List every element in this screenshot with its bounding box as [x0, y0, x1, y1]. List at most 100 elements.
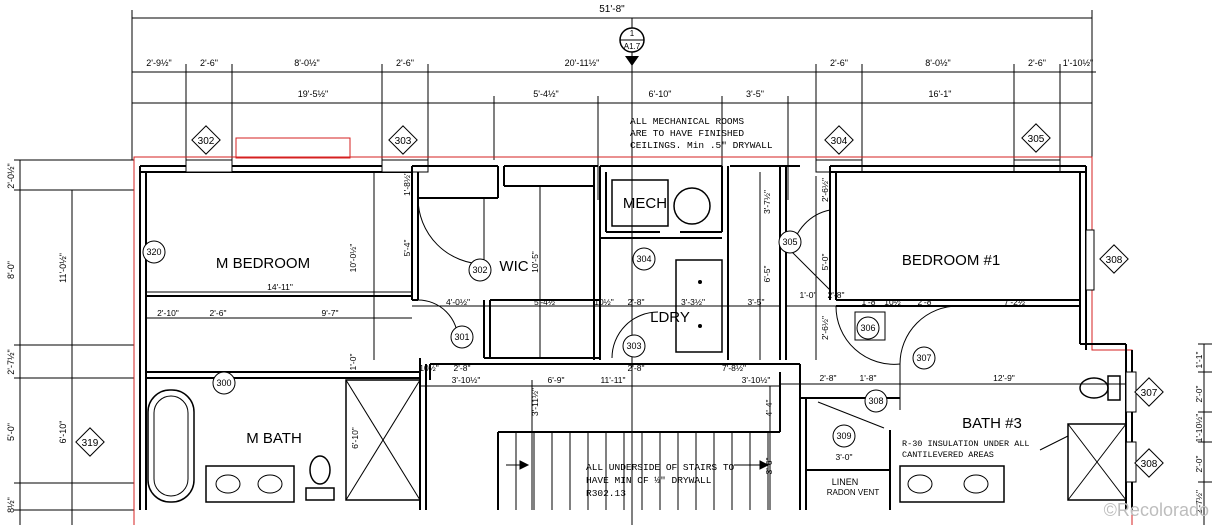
dim-3-10a: 3'-10½": [452, 375, 481, 385]
vdim-int-11: 2'-6½": [820, 178, 830, 202]
dim-1-8b: 1'-8": [860, 373, 877, 383]
dim-left-0: 2'-0½": [6, 163, 16, 188]
door-tag-300: 300: [212, 371, 236, 395]
dim-4-0h: 4'-0½": [446, 297, 470, 307]
vdim-int-13: 2'-6½": [820, 316, 830, 340]
dim-left-1: 8'-0": [6, 261, 16, 279]
dim-top2-2: 6'-10": [649, 89, 672, 99]
vdim-int-8: 6'-5": [762, 266, 772, 283]
room-label-linen: LINEN: [832, 477, 859, 487]
vdim-int-0: 1'-8½": [402, 172, 412, 196]
dim-2-6: 2'-6": [210, 308, 227, 318]
dim-2-8a: 2'-8": [628, 297, 645, 307]
svg-text:308: 308: [1141, 459, 1158, 470]
dim-5-4h: 5'-4½": [534, 297, 558, 307]
note-mech-1: ALL MECHANICAL ROOMS: [630, 116, 744, 127]
vdim-right-3: 2'-0": [1194, 456, 1204, 473]
section-marker: 1 A1.7: [619, 18, 645, 525]
chimney-outline: [235, 137, 351, 159]
note-stairs-3: R302.13: [586, 488, 626, 499]
note-stairs-1: ALL UNDERSIDE OF STAIRS TO: [586, 462, 735, 473]
room-label-mech: MECH: [623, 195, 667, 212]
dim-left-4: 5'-0": [6, 423, 16, 441]
door-tag-302: 302: [468, 258, 492, 282]
dim-2-8d: 2'-8": [454, 363, 471, 373]
dim-top1-3: 2'-6": [396, 58, 414, 68]
dim-10h: 10½": [594, 297, 614, 307]
dim-7-2: 7'-2½": [1004, 297, 1028, 307]
window-tag-302: 302: [191, 125, 221, 155]
dim-10h3: 10½": [419, 363, 439, 373]
dim-top2-1: 5'-4½": [533, 89, 558, 99]
svg-text:304: 304: [831, 136, 848, 147]
svg-text:303: 303: [395, 136, 412, 147]
dim-left-3: 2'-7½": [6, 349, 16, 374]
room-label-wic: WIC: [499, 258, 528, 275]
dim-top1-6: 8'-0½": [925, 58, 950, 68]
door-tag-303: 303: [622, 334, 646, 358]
vdim-int-1: 5'-4": [402, 240, 412, 257]
note-mech-3: CEILINGS. Min .5" DRYWALL: [630, 140, 773, 151]
left-dimensions: [14, 159, 134, 525]
walls: [139, 159, 1137, 510]
dim-3-10b: 3'-10½": [742, 375, 771, 385]
room-label-bath3: BATH #3: [962, 415, 1022, 432]
dim-3-5: 3'-5": [748, 297, 765, 307]
svg-text:319: 319: [82, 438, 99, 449]
svg-text:308: 308: [1106, 255, 1123, 266]
room-label-m-bath: M BATH: [246, 430, 302, 447]
dim-9-7: 9'-7": [322, 308, 339, 318]
svg-text:304: 304: [636, 254, 651, 264]
svg-text:320: 320: [146, 247, 161, 257]
interior-dim-lines: [146, 172, 1126, 510]
window-tag-304: 304: [824, 125, 854, 155]
dim-11-11: 11'-11": [600, 375, 625, 385]
overall-dimension: 51'-8": [599, 4, 625, 15]
vdim-int-4: 1'-0": [348, 354, 358, 371]
svg-text:309: 309: [836, 431, 851, 441]
vdim-int-7: 3'-7½": [762, 190, 772, 214]
vdim-right-2: 1'-10½": [1194, 414, 1204, 443]
note-stairs-2: HAVE MIN OF ½" DRYWALL: [586, 475, 712, 486]
dim-2-10: 2'-10": [157, 308, 179, 318]
vdim-int-5: 6'-10": [350, 427, 360, 449]
top-dimensions: [131, 10, 1096, 200]
dim-12-9: 12'-9": [993, 373, 1015, 383]
svg-text:305: 305: [1028, 134, 1045, 145]
vdim-right-4: 2'-7½": [1194, 490, 1204, 514]
dim-top1-4: 20'-11½": [565, 58, 600, 68]
dim-6-9: 6'-9": [548, 375, 565, 385]
door-tag-309: 309: [832, 424, 856, 448]
window-tag-308a: 308: [1099, 244, 1129, 274]
svg-text:307: 307: [1141, 388, 1158, 399]
vdim-int-9: 4'-4": [764, 400, 774, 417]
vdim-int-6: 3'-11½": [530, 388, 540, 416]
dim-2-8c: 2'-8": [918, 297, 935, 307]
right-dimensions: [1198, 343, 1212, 525]
note-insul-1: R-30 INSULATION UNDER ALL: [902, 439, 1030, 449]
svg-text:305: 305: [782, 237, 797, 247]
dim-2-8b: 2'-8": [828, 290, 845, 300]
dim-left-2: 11'-0½": [58, 253, 68, 283]
dim-2-8f: 2'-8": [820, 373, 837, 383]
dim-top1-0: 2'-9½": [146, 58, 171, 68]
dim-3-0: 3'-0": [836, 452, 853, 462]
section-sheet: A1.7: [624, 42, 641, 51]
svg-text:306: 306: [860, 323, 875, 333]
dim-top2-4: 16'-1": [929, 89, 952, 99]
dim-left-6: 8½": [6, 497, 16, 513]
window-tag-303: 303: [388, 125, 418, 155]
dim-1-0: 1'-0": [800, 290, 817, 300]
svg-text:302: 302: [198, 136, 215, 147]
door-tag-308: 308: [864, 389, 888, 413]
vdim-int-2: 10'-0½": [348, 244, 358, 273]
svg-text:308: 308: [868, 396, 883, 406]
dim-top2-3: 3'-5": [746, 89, 764, 99]
room-label-radon: RADON VENT: [827, 488, 880, 497]
vdim-right-0: 1'-1": [1194, 352, 1204, 369]
dim-3-3: 3'-3½": [681, 297, 705, 307]
window-tag-308b: 308: [1134, 448, 1164, 478]
dim-top2-0: 19'-5½": [298, 89, 328, 99]
note-insul-2: CANTILEVERED AREAS: [902, 450, 994, 460]
